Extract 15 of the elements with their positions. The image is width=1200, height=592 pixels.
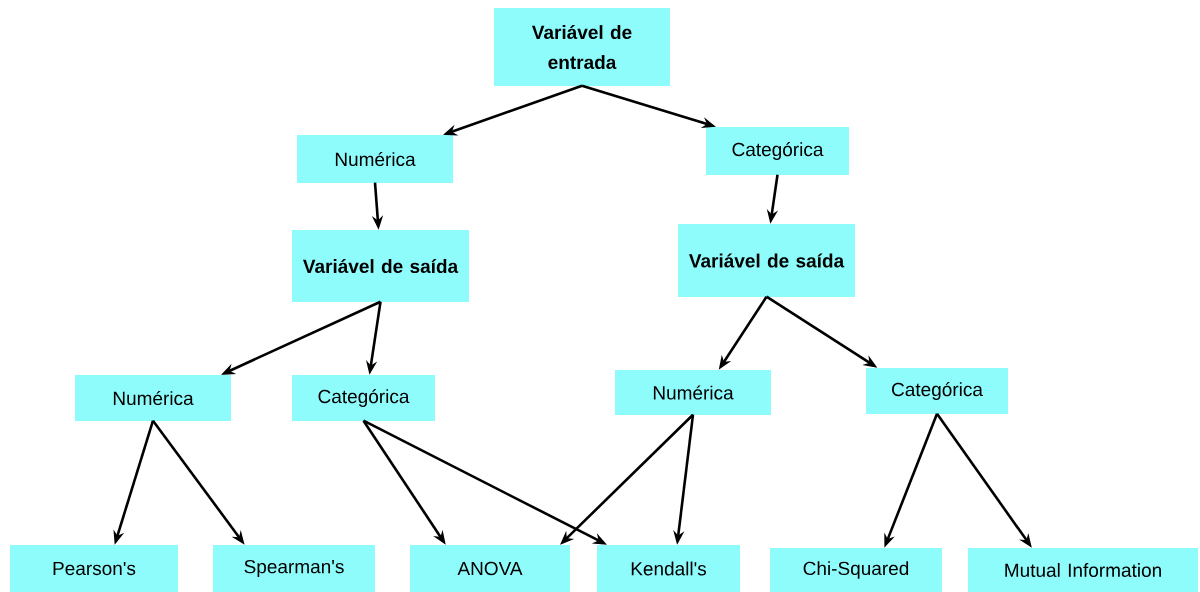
heading-box: Variável de entrada (494, 8, 670, 86)
heading-box: Variável de saída (678, 224, 855, 297)
category-box: Numérica (615, 370, 771, 415)
category-box: Kendall's (597, 545, 740, 592)
category-box: Pearson's (10, 545, 178, 592)
category-box: Categórica (706, 127, 849, 175)
category-box: Spearman's (213, 545, 375, 592)
category-box: Categórica (292, 375, 435, 421)
category-box: Numérica (75, 375, 231, 421)
category-box: Chi-Squared (770, 548, 942, 592)
heading-box: Variável de saída (292, 230, 469, 302)
category-box: Numérica (297, 135, 453, 183)
category-box: Categórica (866, 368, 1008, 414)
category-box: ANOVA (410, 545, 570, 592)
category-box: Mutual Information (968, 548, 1198, 592)
